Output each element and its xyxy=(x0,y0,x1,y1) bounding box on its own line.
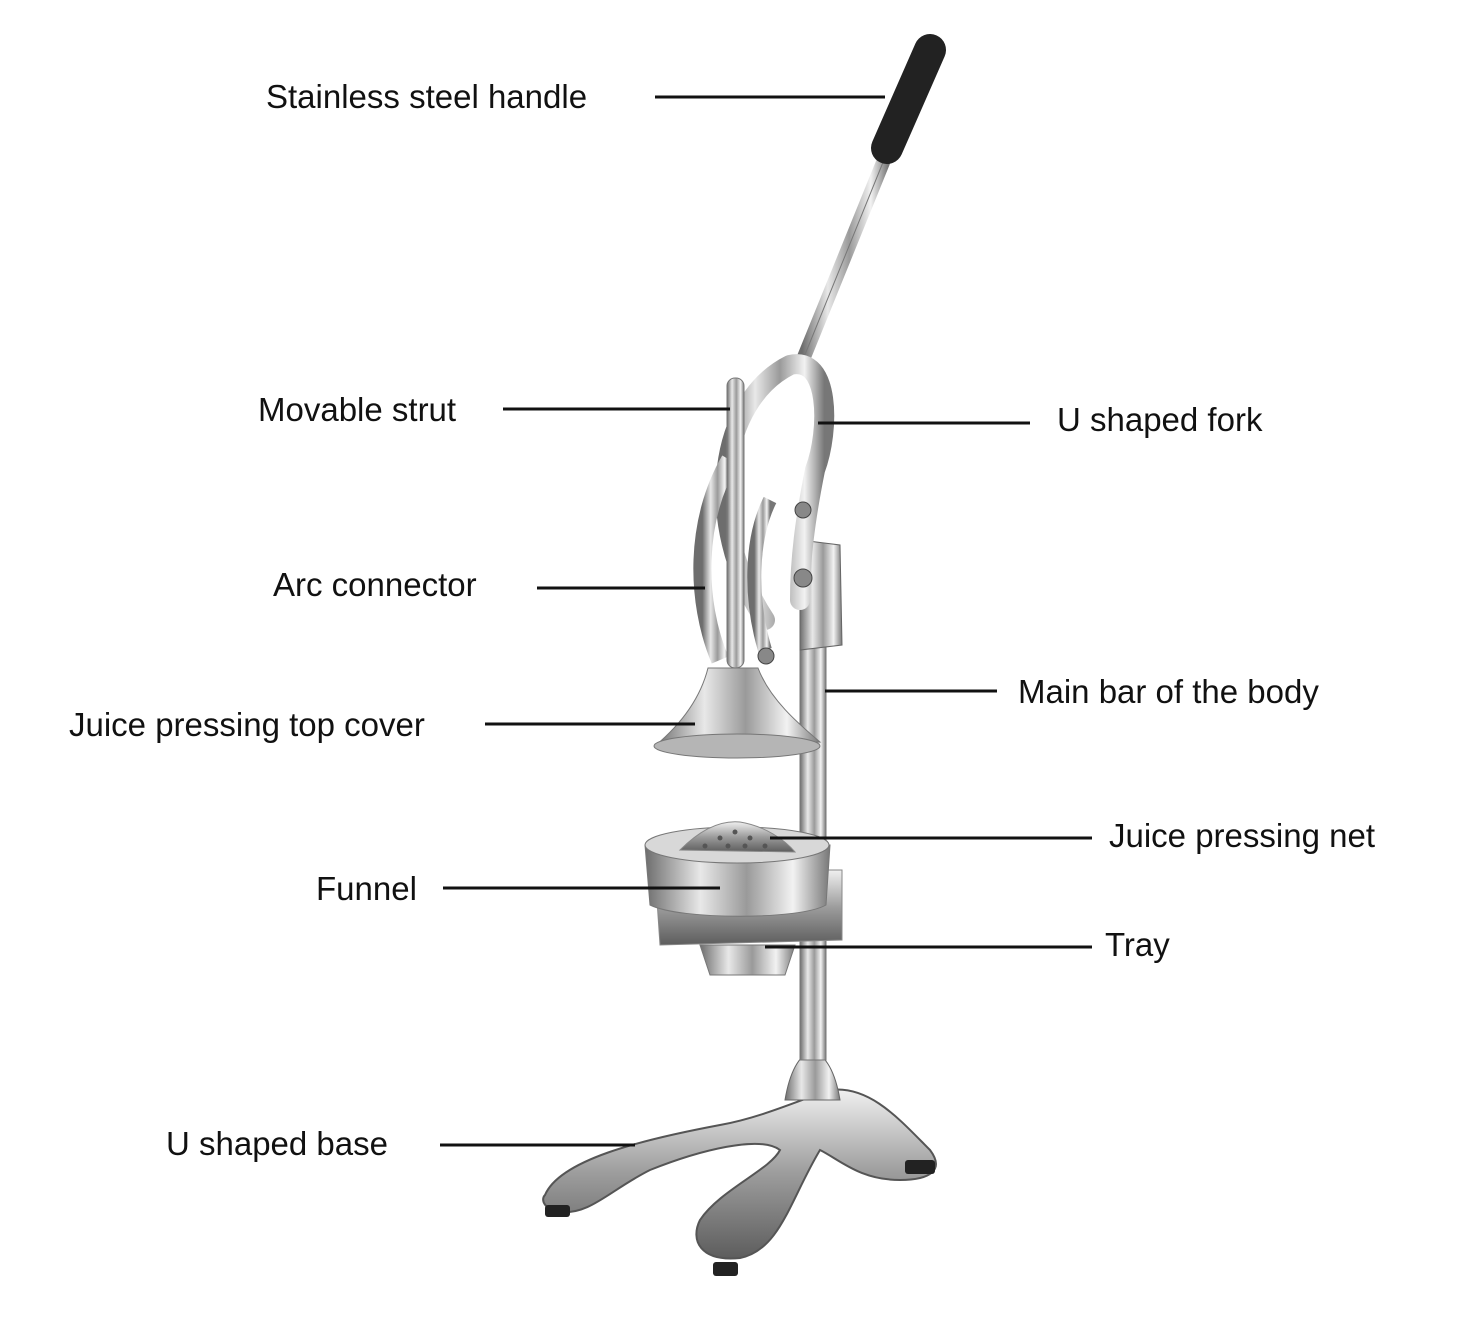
label-u-shaped-fork: U shaped fork xyxy=(1057,401,1263,438)
label-main-bar: Main bar of the body xyxy=(1018,673,1319,710)
u-fork-shape xyxy=(715,354,835,630)
handle-grip xyxy=(871,34,946,164)
label-arc-connector: Arc connector xyxy=(273,566,477,603)
label-u-shaped-base: U shaped base xyxy=(166,1125,388,1162)
funnel-shape xyxy=(644,821,831,917)
leader-lines xyxy=(440,95,1092,1147)
label-funnel: Funnel xyxy=(316,870,417,907)
arc-connector-shape xyxy=(693,455,738,664)
label-tray: Tray xyxy=(1105,926,1170,963)
label-juice-pressing-top-cover: Juice pressing top cover xyxy=(69,706,425,743)
movable-strut-shape xyxy=(726,377,745,669)
u-shaped-base xyxy=(542,1049,937,1276)
label-movable-strut: Movable strut xyxy=(258,391,457,428)
top-cover-shape xyxy=(653,667,822,759)
label-stainless-steel-handle: Stainless steel handle xyxy=(266,78,588,115)
label-juice-pressing-net: Juice pressing net xyxy=(1109,817,1375,854)
